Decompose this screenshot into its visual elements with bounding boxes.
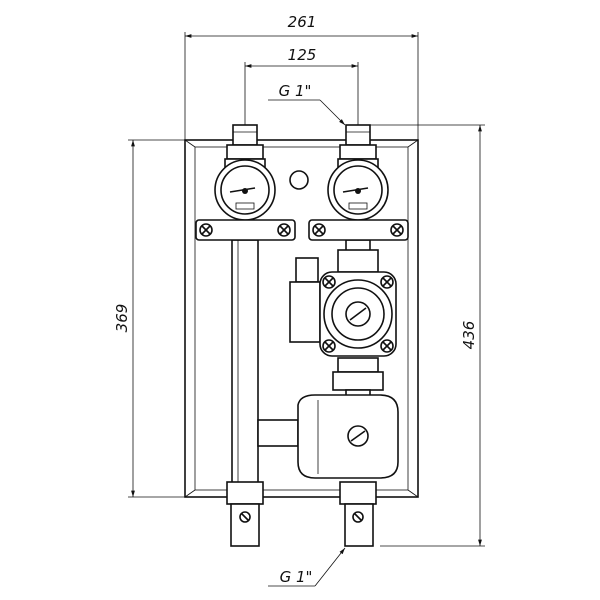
dimension-pipe-spacing: 125 bbox=[244, 46, 359, 125]
left-pipe-assembly bbox=[226, 124, 264, 547]
mixing-valve-icon bbox=[257, 394, 399, 479]
dimension-overall-height: 436 bbox=[370, 124, 485, 547]
overall-width-label: 261 bbox=[288, 13, 317, 31]
screw-icon bbox=[352, 511, 364, 523]
leader-thread-top: G 1" bbox=[268, 82, 346, 126]
pressure-gauge-icon bbox=[308, 158, 409, 241]
mounting-frame bbox=[184, 139, 419, 498]
thread-bottom-label: G 1" bbox=[280, 568, 313, 586]
dimension-overall-width: 261 bbox=[184, 13, 419, 140]
screw-icon bbox=[239, 511, 251, 523]
thread-top-label: G 1" bbox=[279, 82, 312, 100]
pressure-gauge-icon bbox=[195, 158, 296, 241]
circulation-pump-icon bbox=[289, 257, 397, 357]
dimension-frame-height: 369 bbox=[113, 139, 185, 498]
mounting-hole-icon bbox=[289, 170, 309, 190]
leader-thread-bottom: G 1" bbox=[268, 547, 346, 587]
overall-height-label: 436 bbox=[460, 321, 478, 350]
frame-height-label: 369 bbox=[113, 304, 131, 333]
pipe-spacing-label: 125 bbox=[288, 46, 317, 64]
